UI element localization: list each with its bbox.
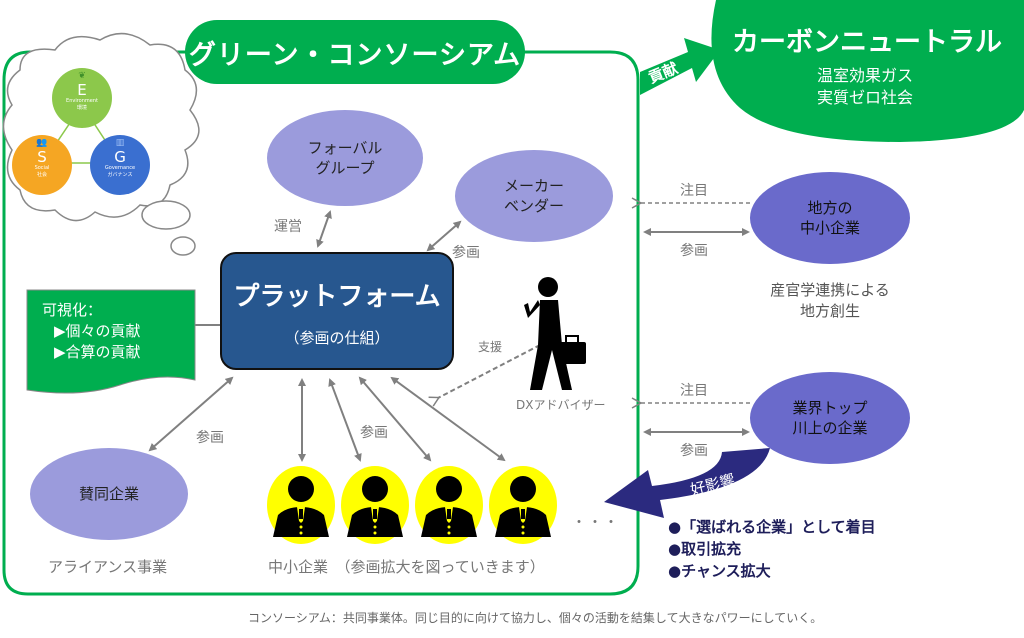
edge-supporter: [148, 376, 234, 452]
thought-bubble-large: [141, 200, 191, 230]
visualization-text: 可視化： ▶個々の貢献 ▶合算の貢献: [42, 301, 141, 361]
title-pill: グリーン・コンソーシアム: [185, 20, 525, 84]
dx-advisor-label: DXアドバイザー: [516, 398, 606, 412]
consortium-frame: [2, 50, 640, 596]
sme-person-icon: [415, 466, 483, 544]
sme-person-icon: [489, 466, 557, 544]
sme-icons: [266, 465, 586, 545]
label-operation: 運営: [274, 219, 302, 235]
label-support: 支援: [478, 340, 503, 354]
thought-bubble-small: [170, 236, 196, 256]
label-participation-regional: 参画: [680, 243, 708, 259]
supporter-caption: アライアンス事業: [48, 558, 168, 576]
carbon-neutral-subtitle: 温室効果ガス 実質ゼロ社会: [816, 66, 913, 107]
label-attention-top: 注目: [680, 383, 708, 399]
node-regional-sme[interactable]: 地方の 中小企業: [750, 172, 910, 264]
label-participation-supporter: 参画: [196, 430, 224, 446]
footnote: コンソーシアム：共同事業体。同じ目的に向けて協力し、個々の活動を結集して大きなパ…: [248, 611, 823, 625]
node-supporter[interactable]: 賛同企業: [30, 448, 188, 540]
sme-caption: 中小企業 （参画拡大を図っていきます）: [268, 558, 545, 576]
dx-advisor-icon: [524, 277, 586, 390]
platform-title: プラットフォーム: [233, 282, 441, 312]
node-forval-group[interactable]: フォーバル グループ: [267, 110, 423, 206]
label-participation-sme: 参画: [360, 425, 388, 441]
esg-social: 👥 S Social 社会: [12, 135, 72, 195]
edge-sme-4: [390, 376, 506, 462]
edge-support: [438, 344, 541, 398]
sme-person-icon: [341, 466, 409, 544]
visualization-box: [26, 289, 196, 394]
edge-maker: [426, 220, 462, 252]
carbon-neutral-title: カーボンニュートラル: [732, 27, 1002, 58]
edge-sme-3: [358, 376, 432, 462]
node-industry-top[interactable]: 業界トップ 川上の企業: [750, 372, 910, 464]
sme-person-icon: [267, 466, 335, 544]
esg-environment: ❦ E Environment 環境: [52, 68, 112, 128]
contribution-arrow: [640, 38, 720, 95]
regional-caption: 産官学連携による 地方創生: [770, 281, 890, 320]
people-icon: 👥: [36, 138, 48, 148]
label-participation-maker: 参画: [452, 245, 480, 261]
edge-sme-2: [328, 378, 362, 462]
ellipsis: ・・・: [572, 515, 620, 531]
building-icon: ▥: [115, 138, 125, 148]
label-attention-regional: 注目: [680, 183, 708, 199]
good-influence-bullets: ●「選ばれる企業」として着目 ●取引拡充 ●チャンス拡大: [668, 518, 876, 580]
platform-box[interactable]: プラットフォーム （参画の仕組）: [220, 252, 454, 370]
leaf-icon: ❦: [78, 71, 86, 81]
carbon-neutral-shape: [711, 0, 1024, 142]
node-maker-vendor[interactable]: メーカー ベンダー: [455, 150, 613, 242]
good-influence-arrow: [604, 448, 770, 518]
platform-subtitle: （参画の仕組）: [284, 329, 390, 347]
label-participation-top: 参画: [680, 443, 708, 459]
page-title: グリーン・コンソーシアム: [188, 39, 522, 71]
esg-governance: ▥ G Governance ガバナンス: [90, 135, 150, 195]
edge-operation: [316, 210, 332, 248]
